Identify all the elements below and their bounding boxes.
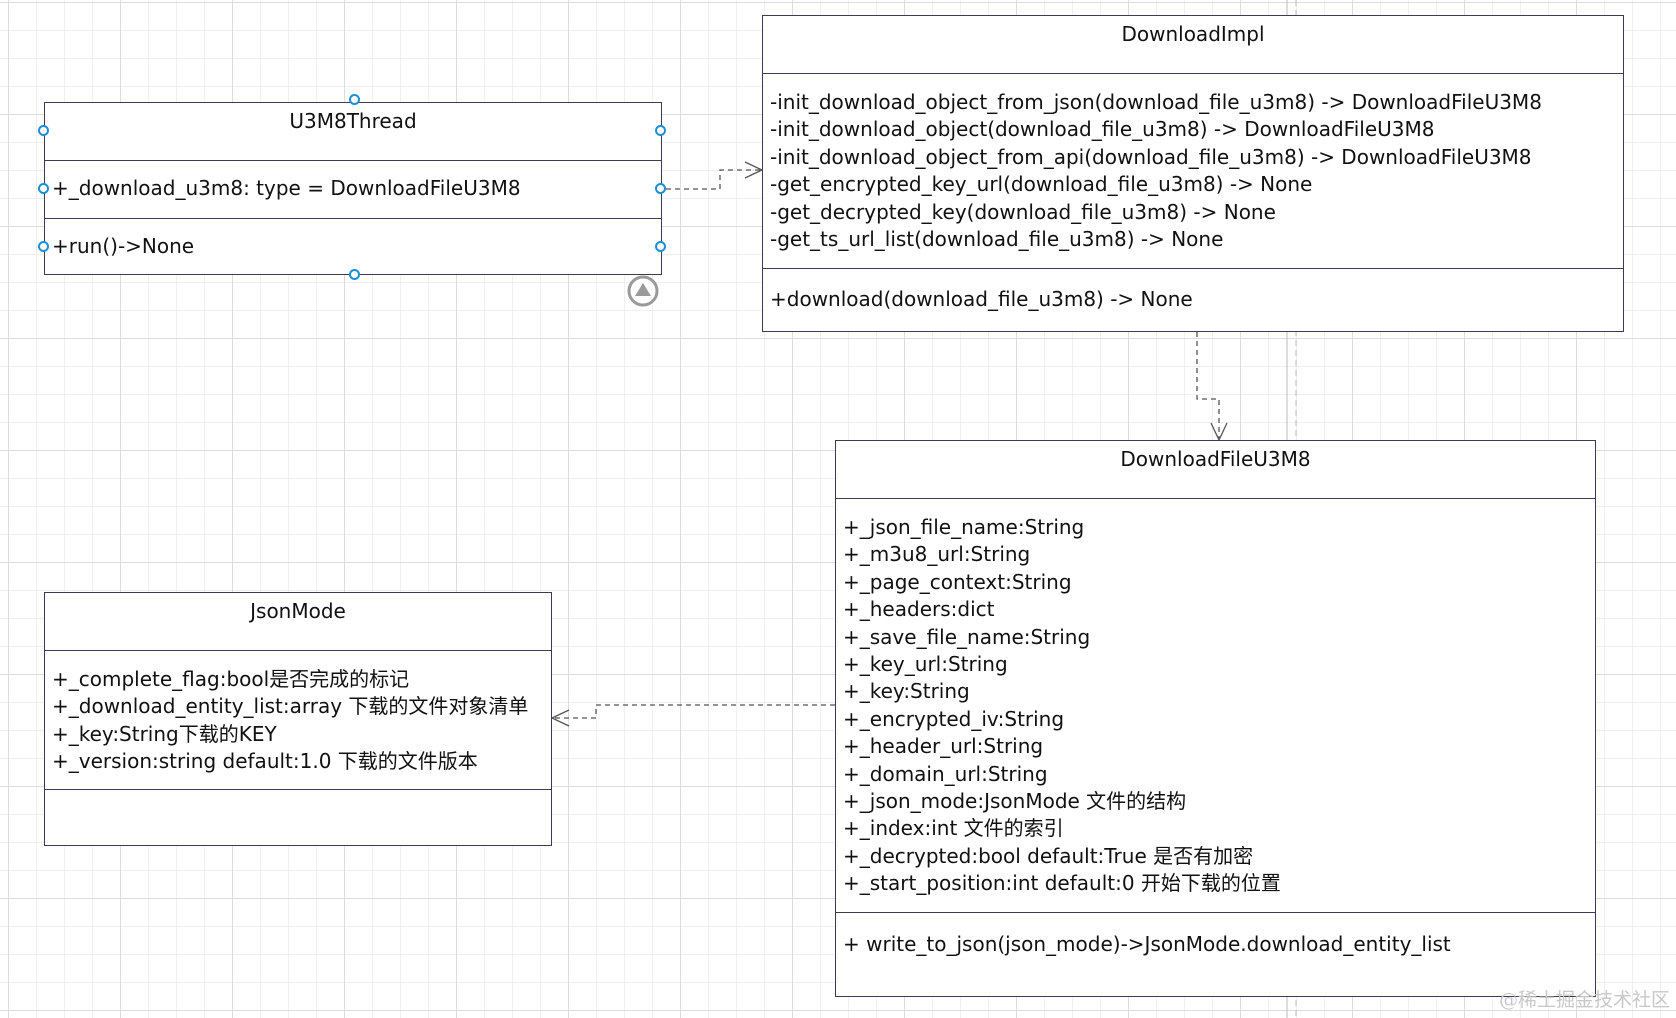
- resize-handle-right-1[interactable]: [655, 125, 666, 136]
- attribute-item[interactable]: +_headers:dict: [843, 597, 995, 622]
- attribute-item[interactable]: +_index:int 文件的索引: [843, 816, 1064, 841]
- attribute-item[interactable]: +_domain_url:String: [843, 761, 1048, 786]
- class-downloadfileu3m8[interactable]: DownloadFileU3M8 +_json_file_name:String…: [835, 440, 1596, 997]
- watermark: @稀土掘金技术社区: [1498, 989, 1670, 1011]
- attribute-item[interactable]: -get_ts_url_list(download_file_u3m8) -> …: [770, 227, 1224, 252]
- collapse-toggle-icon[interactable]: [627, 275, 659, 307]
- divider: [45, 160, 661, 161]
- dependency-downloadfileu3m8-to-jsonmode[interactable]: [553, 704, 835, 719]
- attribute-item[interactable]: +_download_entity_list:array 下载的文件对象清单: [52, 694, 529, 719]
- dependency-downloadimpl-to-downloadfileu3m8[interactable]: [1196, 332, 1220, 438]
- divider: [45, 789, 551, 790]
- attribute-item[interactable]: +_json_file_name:String: [843, 515, 1085, 539]
- method-item[interactable]: +download(download_file_u3m8) -> None: [770, 287, 1193, 311]
- divider: [763, 268, 1623, 269]
- attribute-item[interactable]: +_key:String下载的KEY: [52, 721, 277, 746]
- attribute-item[interactable]: -get_encrypted_key_url(download_file_u3m…: [770, 172, 1313, 197]
- attribute-item[interactable]: +_decrypted:bool default:True 是否有加密: [843, 843, 1254, 868]
- resize-handle-left-3[interactable]: [38, 241, 49, 252]
- resize-handle-left-1[interactable]: [38, 125, 49, 136]
- resize-handle-right-2[interactable]: [655, 183, 666, 194]
- method-item[interactable]: +run()->None: [52, 234, 195, 258]
- attribute-item[interactable]: -init_download_object_from_json(download…: [770, 90, 1542, 114]
- attribute-item[interactable]: +_m3u8_url:String: [843, 542, 1031, 567]
- attribute-item[interactable]: +_download_u3m8: type = DownloadFileU3M8: [52, 176, 521, 200]
- attribute-item[interactable]: +_version:string default:1.0 下载的文件版本: [52, 749, 478, 774]
- dependency-u3m8thread-to-downloadimpl[interactable]: [666, 169, 760, 190]
- arrowhead-open: [550, 709, 570, 727]
- class-name: DownloadFileU3M8: [1120, 447, 1311, 471]
- attribute-list: +_complete_flag:bool是否完成的标记 +_download_e…: [52, 666, 547, 776]
- class-name: U3M8Thread: [289, 109, 417, 133]
- class-name: JsonMode: [250, 599, 346, 623]
- resize-handle-top[interactable]: [349, 94, 360, 105]
- attribute-item[interactable]: +_header_url:String: [843, 734, 1044, 759]
- method-list-empty[interactable]: [45, 791, 551, 845]
- attribute-list: +_download_u3m8: type = DownloadFileU3M8: [52, 175, 657, 202]
- attribute-item[interactable]: +_key:String: [843, 679, 970, 704]
- class-downloadimpl[interactable]: DownloadImpl -init_download_object_from_…: [762, 15, 1624, 332]
- class-jsonmode[interactable]: JsonMode +_complete_flag:bool是否完成的标记 +_d…: [44, 592, 552, 846]
- attribute-item[interactable]: +_save_file_name:String: [843, 624, 1091, 649]
- attribute-item[interactable]: +_json_mode:JsonMode 文件的结构: [843, 789, 1187, 814]
- attribute-list: +_json_file_name:String +_m3u8_url:Strin…: [843, 514, 1591, 898]
- class-u3m8thread[interactable]: U3M8Thread +_download_u3m8: type = Downl…: [44, 102, 662, 275]
- method-list: + write_to_json(json_mode)->JsonMode.dow…: [843, 931, 1591, 958]
- class-name: DownloadImpl: [1121, 22, 1265, 46]
- resize-handle-left-2[interactable]: [38, 183, 49, 194]
- attribute-item[interactable]: -get_decrypted_key(download_file_u3m8) -…: [770, 199, 1276, 224]
- attribute-list: -init_download_object_from_json(download…: [770, 89, 1619, 253]
- attribute-item[interactable]: -init_download_object(download_file_u3m8…: [770, 117, 1435, 142]
- divider: [763, 73, 1623, 74]
- resize-handle-right-3[interactable]: [655, 241, 666, 252]
- resize-handle-bottom[interactable]: [349, 269, 360, 280]
- attribute-item[interactable]: +_page_context:String: [843, 569, 1072, 594]
- divider: [836, 498, 1595, 499]
- method-list: +run()->None: [52, 233, 657, 260]
- method-item[interactable]: + write_to_json(json_mode)->JsonMode.dow…: [843, 932, 1451, 956]
- attribute-item[interactable]: +_complete_flag:bool是否完成的标记: [52, 667, 410, 691]
- attribute-item[interactable]: +_key_url:String: [843, 652, 1008, 677]
- attribute-item[interactable]: -init_download_object_from_api(download_…: [770, 144, 1532, 169]
- divider: [45, 650, 551, 651]
- method-list: +download(download_file_u3m8) -> None: [770, 286, 1619, 313]
- divider: [45, 218, 661, 219]
- attribute-item[interactable]: +_start_position:int default:0 开始下载的位置: [843, 871, 1281, 896]
- attribute-item[interactable]: +_encrypted_iv:String: [843, 706, 1065, 731]
- divider: [836, 912, 1595, 913]
